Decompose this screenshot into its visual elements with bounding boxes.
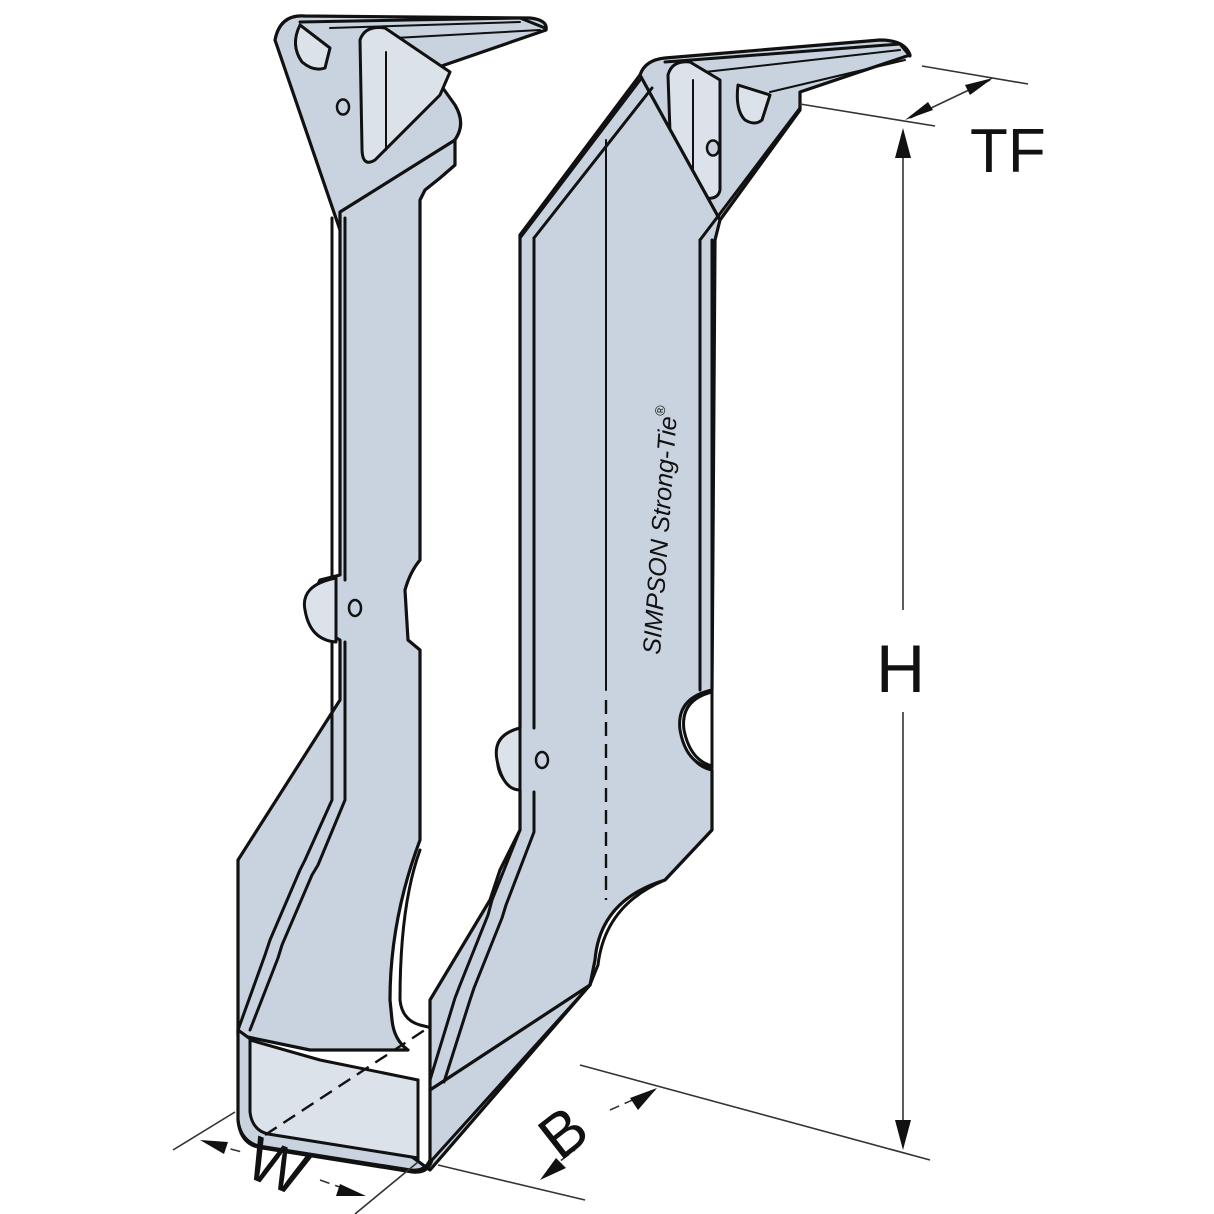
dimension-b: B xyxy=(437,1064,931,1201)
arrow-icon xyxy=(336,1184,366,1196)
arrow-icon xyxy=(965,78,993,95)
arrow-icon xyxy=(905,102,933,120)
dimension-tf: TF xyxy=(799,65,1046,186)
nail-hole-icon xyxy=(705,139,721,157)
label-h: H xyxy=(876,631,925,707)
arrow-icon xyxy=(540,1158,566,1180)
arrow-icon xyxy=(895,1120,911,1150)
nail-hole-icon xyxy=(534,750,550,770)
nail-hole-icon xyxy=(335,98,351,116)
arrow-icon xyxy=(895,128,911,158)
label-b: B xyxy=(526,1093,601,1173)
dimension-h: H xyxy=(876,128,925,1150)
arrow-icon xyxy=(200,1140,228,1154)
label-tf: TF xyxy=(970,117,1046,186)
right-side-plate: SIMPSON Strong-Tie® xyxy=(428,38,912,1092)
nail-hole-icon xyxy=(347,598,363,618)
seat xyxy=(236,958,592,1174)
arrow-icon xyxy=(630,1088,657,1110)
left-side-plate xyxy=(236,14,548,1052)
